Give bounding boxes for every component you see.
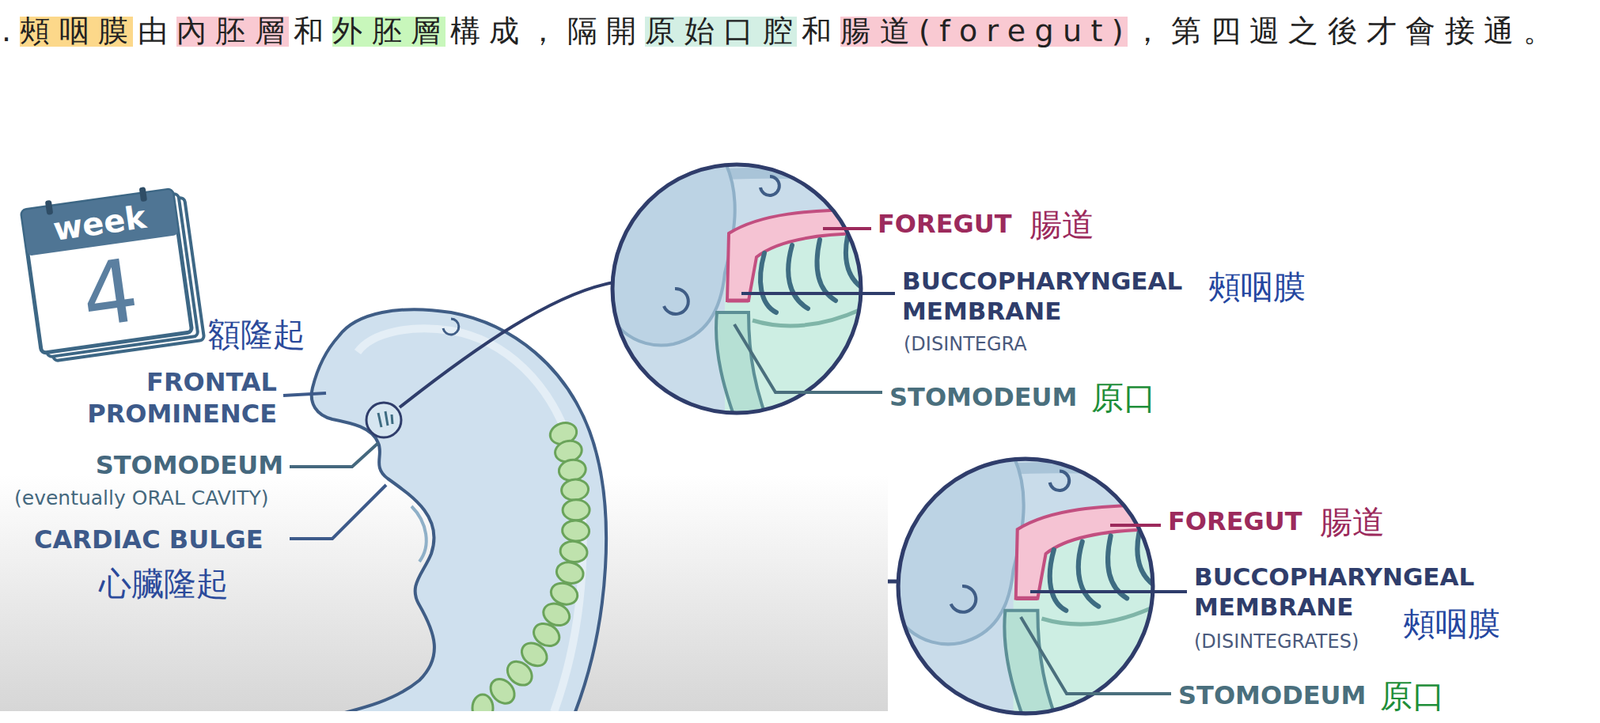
leader-line xyxy=(1020,617,1172,694)
leader-line xyxy=(289,443,379,467)
part-label: 腸道 xyxy=(1319,502,1385,543)
part-label: 頰咽膜 xyxy=(1402,604,1501,645)
inset-outline xyxy=(612,164,861,414)
part-label: 頰咽膜 xyxy=(1208,267,1306,308)
part-label: FOREGUT xyxy=(1167,506,1303,538)
part-label: 腸道 xyxy=(1029,204,1095,245)
zoom-inset xyxy=(602,154,872,424)
part-note: (DISINTEGRA xyxy=(903,333,1028,357)
zoom-inset xyxy=(887,448,1164,723)
part-label: STOMODEUM xyxy=(1178,680,1366,712)
calendar-number: 4 xyxy=(75,237,145,351)
embryo-highlight xyxy=(357,328,584,712)
somite xyxy=(558,539,588,565)
part-label: BUCCOPHARYNGEAL MEMBRANE xyxy=(902,266,1227,327)
embryo-curl xyxy=(443,318,459,335)
part-label: CARDIAC BULGE xyxy=(34,524,264,556)
page-title: .頰咽膜由內胚層和外胚層構成，隔開原始口腔和腸道(foregut)，第四週之後才… xyxy=(1,12,1563,50)
part-note: (DISINTEGRATES) xyxy=(1194,630,1359,654)
somites xyxy=(472,419,590,712)
zoom-ring xyxy=(366,402,402,438)
part-note: (eventually ORAL CAVITY) xyxy=(14,486,270,512)
embryo-body xyxy=(311,309,607,712)
leader-line xyxy=(734,324,883,393)
part-label: FRONTAL PROMINENCE xyxy=(63,367,277,429)
leader-line xyxy=(822,227,872,231)
part-label: STOMODEUM xyxy=(889,382,1077,414)
leader-line xyxy=(1110,523,1161,528)
part-label: 原口 xyxy=(1091,378,1157,418)
calendar-page xyxy=(21,189,192,354)
embryo xyxy=(283,309,607,712)
somite xyxy=(554,560,586,587)
inset-art xyxy=(887,448,1164,723)
somite xyxy=(562,500,590,522)
zoom-line xyxy=(399,282,615,408)
somite xyxy=(472,694,493,712)
part-label: 額隆起 xyxy=(208,314,306,355)
part-label: STOMODEUM xyxy=(95,450,284,482)
part-label: 原口 xyxy=(1380,676,1445,717)
leader-line xyxy=(741,291,895,296)
inset-outline xyxy=(898,458,1153,714)
leader-line xyxy=(289,485,387,539)
leader-line xyxy=(1030,590,1187,594)
calendar-icon xyxy=(20,181,205,364)
part-label: 心臟隆起 xyxy=(98,564,229,604)
cardiac-contour xyxy=(411,506,427,562)
part-label: FOREGUT xyxy=(877,208,1013,240)
somite xyxy=(561,519,591,543)
leader-line xyxy=(283,393,327,396)
inset-art xyxy=(602,154,872,424)
somite xyxy=(560,478,589,502)
arch-marks xyxy=(378,411,393,428)
